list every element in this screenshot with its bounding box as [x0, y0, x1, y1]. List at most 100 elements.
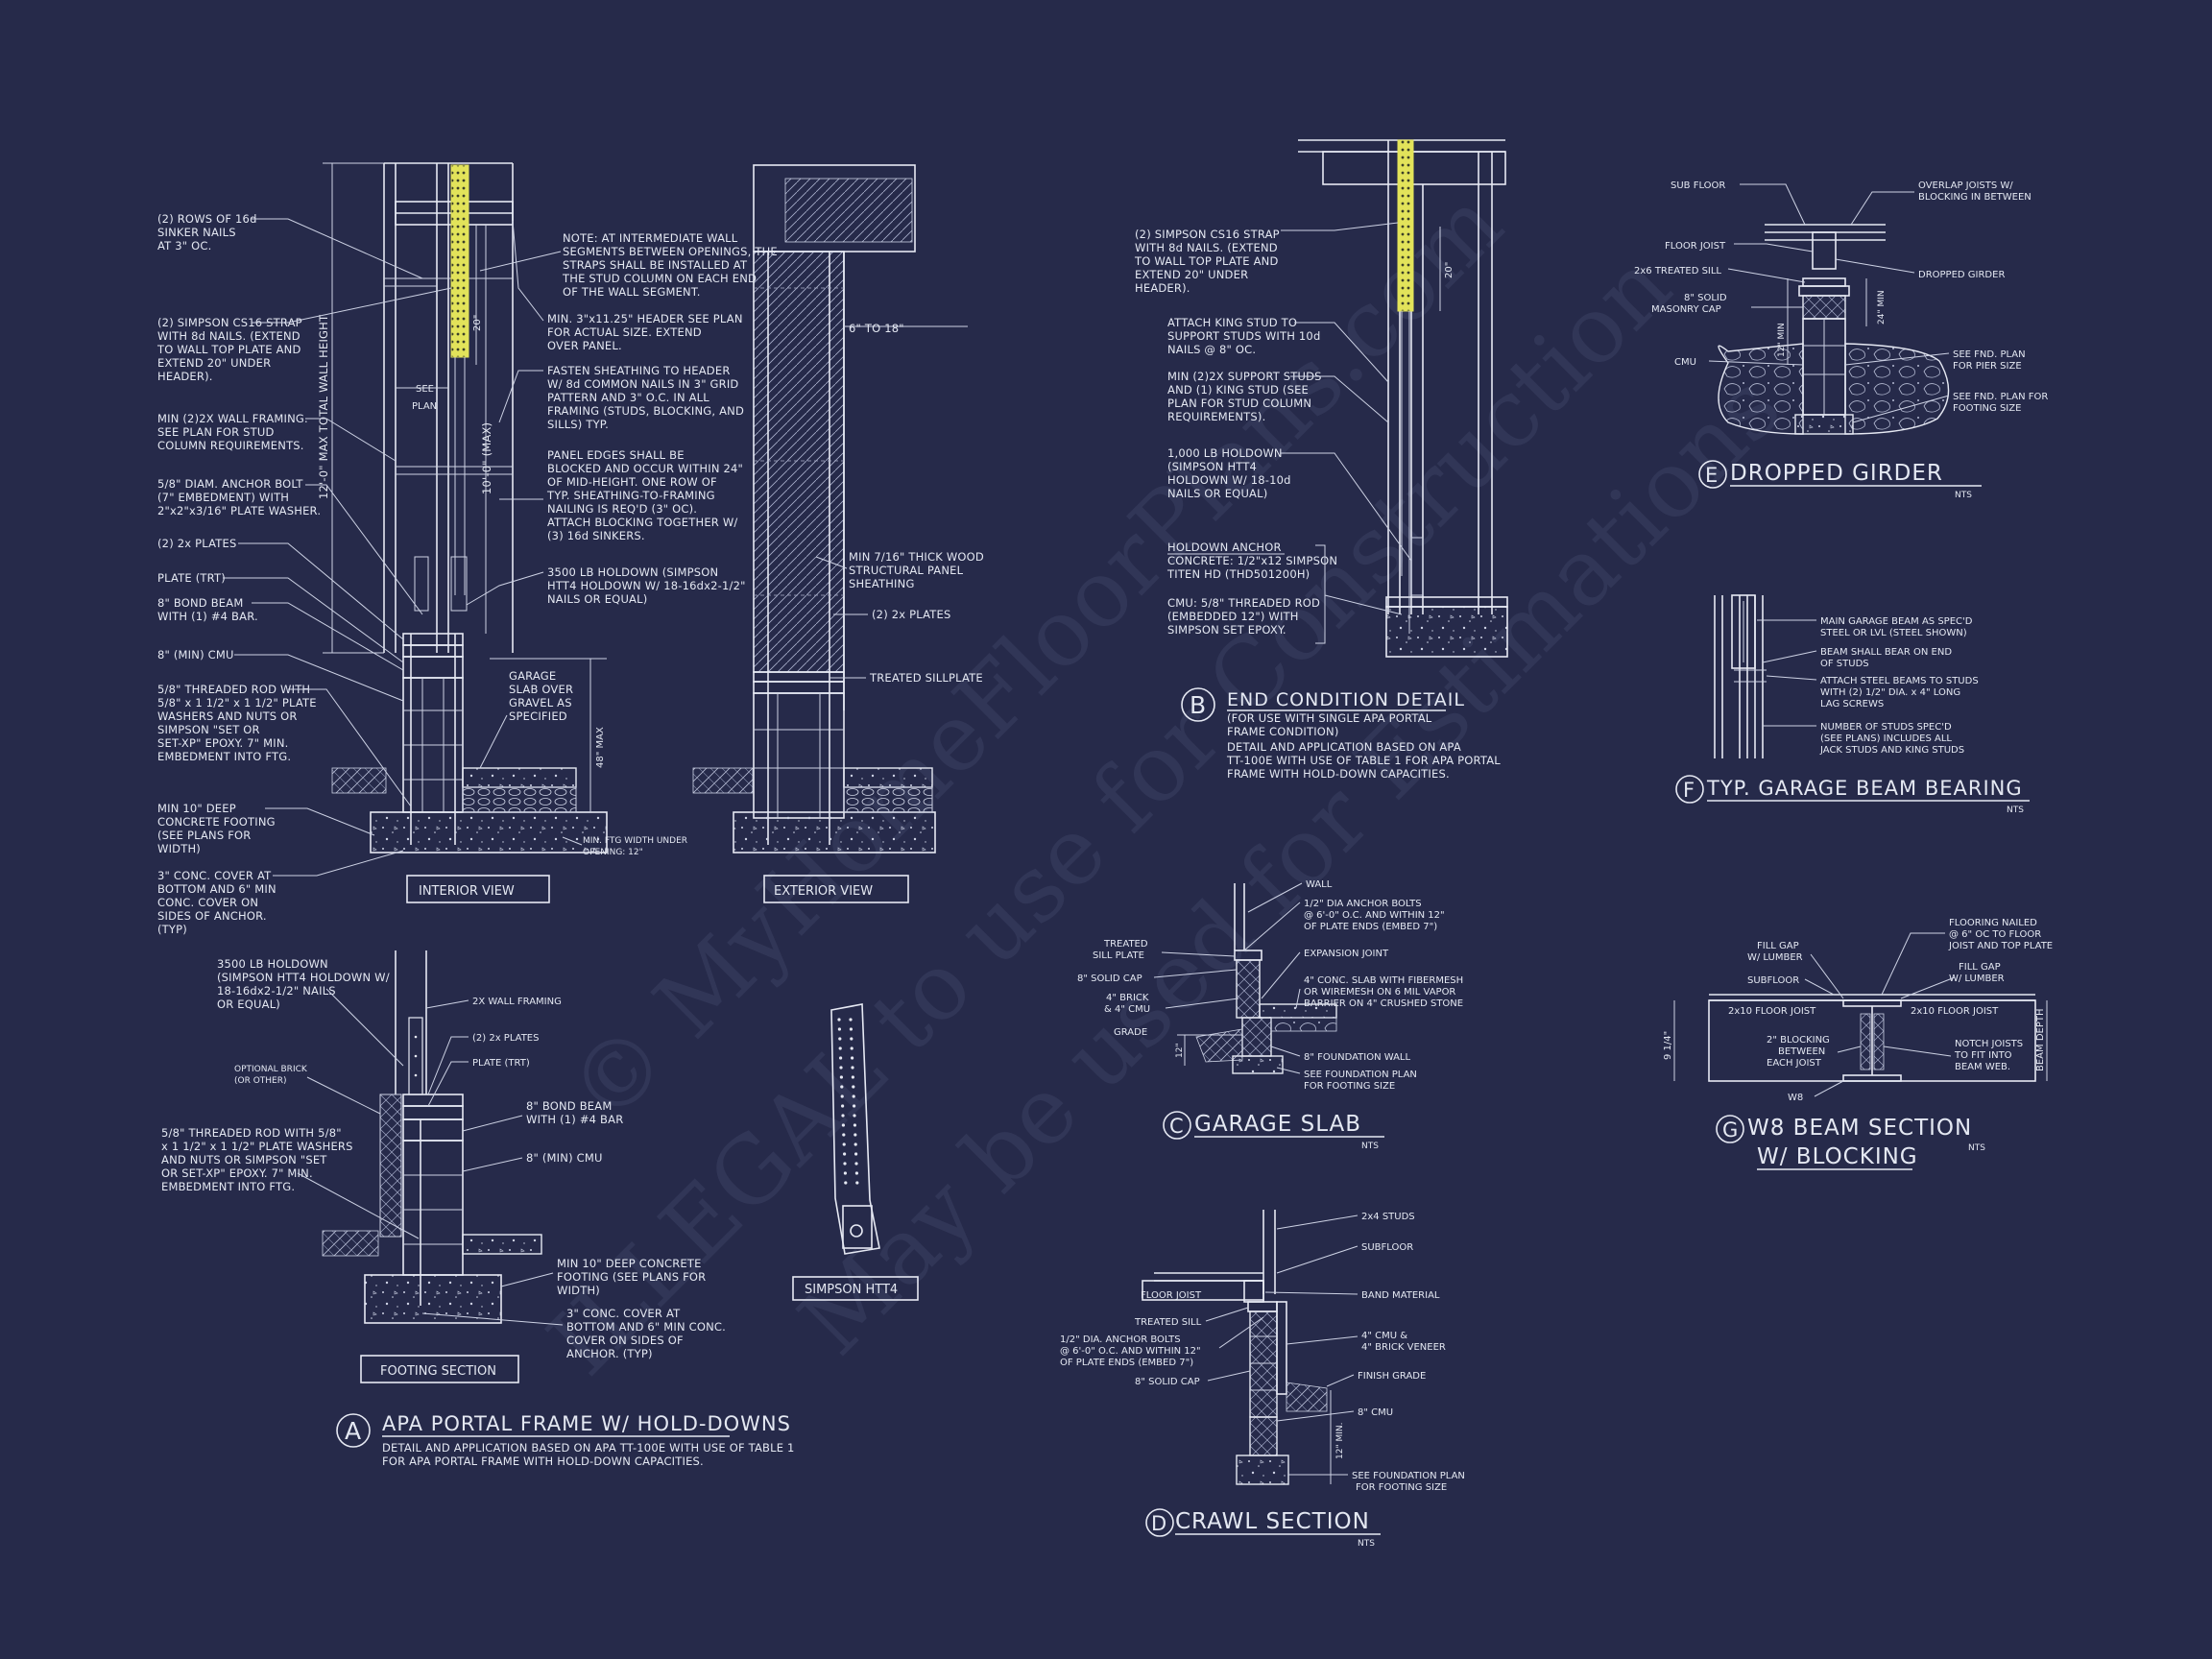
svg-text:OVERLAP JOISTS W/BLOCKING IN B: OVERLAP JOISTS W/BLOCKING IN BETWEEN: [1918, 180, 2032, 203]
dim-24-min-e: 24" MIN: [1877, 290, 1887, 325]
detail-g-title: W8 BEAM SECTION: [1747, 1116, 1972, 1141]
detail-c-nts: NTS: [1361, 1142, 1379, 1151]
svg-text:8" (MIN) CMU: 8" (MIN) CMU: [526, 1151, 603, 1165]
detail-g-nts: NTS: [1968, 1143, 1985, 1153]
svg-text:CMU: 5/8" THREADED ROD(EMBEDDE: CMU: 5/8" THREADED ROD(EMBEDDED 12") WIT…: [1167, 596, 1320, 637]
svg-text:2x6 TREATED SILL: 2x6 TREATED SILL: [1634, 266, 1721, 276]
svg-text:GRADE: GRADE: [1114, 1027, 1147, 1038]
interior-view-label: INTERIOR VIEW: [419, 884, 515, 899]
detail-d-crawl-section: 12" MIN. 2x4 STUDS SUBFLOOR FLOOR JOIST …: [1060, 1210, 1465, 1549]
svg-text:1/2" DIA. ANCHOR BOLTS@ 6'-0": 1/2" DIA. ANCHOR BOLTS@ 6'-0" O.C. AND W…: [1060, 1334, 1201, 1368]
svg-text:5/8" THREADED ROD WITH 5/8"x 1: 5/8" THREADED ROD WITH 5/8"x 1 1/2" x 1 …: [161, 1126, 353, 1193]
svg-text:8" (MIN) CMU: 8" (MIN) CMU: [157, 648, 234, 661]
detail-d-nts: NTS: [1358, 1539, 1375, 1549]
detail-e-marker: E: [1705, 464, 1719, 487]
detail-g-title-2: W/ BLOCKING: [1757, 1144, 1918, 1169]
dim-12in-c: 12": [1175, 1043, 1185, 1058]
see-plan-1: SEE: [416, 384, 434, 395]
svg-text:PLATE (TRT): PLATE (TRT): [472, 1058, 530, 1069]
detail-d-title: CRAWL SECTION: [1175, 1509, 1370, 1534]
svg-text:CMU: CMU: [1674, 357, 1696, 368]
svg-text:2X WALL FRAMING: 2X WALL FRAMING: [472, 997, 562, 1007]
detail-f-nts: NTS: [2007, 805, 2024, 815]
svg-text:MIN (2)2X WALL FRAMING.SEE PLA: MIN (2)2X WALL FRAMING.SEE PLAN FOR STUD…: [157, 412, 308, 452]
see-plan-2: PLAN: [412, 401, 437, 412]
svg-text:3500 LB HOLDOWN(SIMPSON HTT4 H: 3500 LB HOLDOWN(SIMPSON HTT4 HOLDOWN W/1…: [217, 957, 390, 1011]
dim-12-min-d: 12" MIN.: [1335, 1423, 1345, 1459]
svg-text:DROPPED GIRDER: DROPPED GIRDER: [1918, 270, 2005, 280]
detail-a-title: APA PORTAL FRAME W/ HOLD-DOWNS: [382, 1412, 791, 1435]
svg-text:4" BRICK& 4" CMU: 4" BRICK& 4" CMU: [1104, 993, 1150, 1015]
svg-text:PLATE (TRT): PLATE (TRT): [157, 571, 226, 585]
detail-c-garage-slab: 12" WALL 1/2" DIA ANCHOR BOLTS@ 6'-0" O.…: [1077, 879, 1463, 1151]
svg-text:8" FOUNDATION WALL: 8" FOUNDATION WALL: [1304, 1052, 1410, 1063]
dim-10ft: 10'-0" (MAX): [480, 422, 493, 494]
svg-text:4" CMU &4" BRICK VENEER: 4" CMU &4" BRICK VENEER: [1361, 1331, 1446, 1353]
simpson-htt4: SIMPSON HTT4: [792, 1003, 919, 1301]
dim-12-min-e: 12" MIN: [1777, 323, 1787, 357]
min-ftg-2: OPENING: 12": [583, 848, 643, 857]
detail-c-title: GARAGE SLAB: [1194, 1112, 1361, 1137]
detail-a-title-block: A APA PORTAL FRAME W/ HOLD-DOWNS DETAIL …: [336, 1412, 795, 1468]
detail-b-title: END CONDITION DETAIL: [1227, 689, 1465, 710]
svg-text:SUBFLOOR: SUBFLOOR: [1361, 1242, 1413, 1253]
dim-wall-height: 12'-0" MAX TOTAL WALL HEIGHT: [317, 314, 330, 499]
detail-b-marker: B: [1190, 691, 1207, 719]
svg-text:NUMBER OF STUDS SPEC'D(SEE PLA: NUMBER OF STUDS SPEC'D(SEE PLANS) INCLUD…: [1819, 722, 1964, 756]
svg-text:EXPANSION JOINT: EXPANSION JOINT: [1304, 949, 1389, 959]
svg-text:SUBFLOOR: SUBFLOOR: [1747, 975, 1799, 986]
detail-f-marker: F: [1683, 779, 1695, 802]
watermark-line-3: May be used for Estimations: [779, 353, 1801, 1376]
dim-9-1-4: 9 1/4": [1663, 1031, 1673, 1060]
dim-6-to-18: 6" TO 18": [849, 322, 904, 335]
dim-20in-b: 20": [1444, 262, 1455, 278]
dim-beam-depth: BEAM DEPTH: [2035, 1008, 2046, 1071]
footing-section-label: FOOTING SECTION: [380, 1364, 496, 1379]
detail-d-marker: D: [1151, 1512, 1167, 1535]
svg-text:FLOOR JOIST: FLOOR JOIST: [1665, 241, 1726, 252]
svg-text:(2) 2x PLATES: (2) 2x PLATES: [872, 608, 951, 621]
exterior-view-label: EXTERIOR VIEW: [774, 884, 873, 899]
svg-text:DETAIL AND APPLICATION BASED O: DETAIL AND APPLICATION BASED ON APA TT-1…: [382, 1441, 795, 1468]
svg-text:(2) 2x PLATES: (2) 2x PLATES: [472, 1033, 539, 1044]
dim-20in-a: 20": [472, 315, 483, 331]
svg-text:TREATED SILL: TREATED SILL: [1134, 1317, 1202, 1328]
svg-text:1/2" DIA ANCHOR BOLTS@ 6'-0" O: 1/2" DIA ANCHOR BOLTS@ 6'-0" O.C. AND WI…: [1304, 899, 1445, 932]
svg-text:TREATED SILLPLATE: TREATED SILLPLATE: [869, 671, 983, 685]
dim-48-max: 48" MAX: [595, 727, 606, 768]
svg-text:8" CMU: 8" CMU: [1358, 1407, 1393, 1418]
svg-text:8" SOLID CAP: 8" SOLID CAP: [1077, 974, 1142, 984]
detail-a-marker: A: [345, 1417, 362, 1445]
svg-text:2x10 FLOOR JOIST: 2x10 FLOOR JOIST: [1911, 1006, 1999, 1017]
